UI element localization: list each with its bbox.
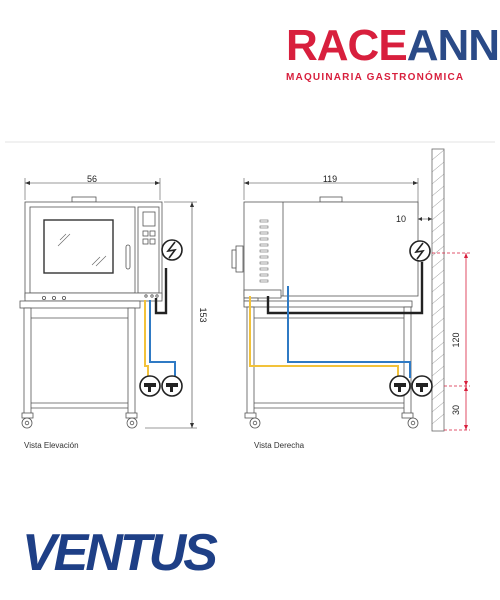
ventus-logo: VENTUS xyxy=(22,524,218,582)
brand-tagline: MAQUINARIA GASTRONÓMICA xyxy=(286,72,465,83)
depth-dimension: 119 xyxy=(323,174,337,184)
side-view xyxy=(231,148,470,432)
width-dimension: 56 xyxy=(87,174,97,184)
brand-name: RACEANNI xyxy=(286,21,500,70)
side-electric-connection-icon xyxy=(409,240,431,262)
side-water-tap-icon xyxy=(389,375,411,397)
front-view-caption: Vista Elevación xyxy=(24,441,79,450)
raceanni-logo: RACEANNI MAQUINARIA GASTRONÓMICA xyxy=(286,21,500,84)
drain-tap-icon xyxy=(161,375,183,397)
connection-height-high: 120 xyxy=(451,332,461,347)
water-tap-icon xyxy=(139,375,161,397)
connection-height-low: 30 xyxy=(451,405,461,415)
wall-gap-dimension: 10 xyxy=(396,214,406,224)
front-view xyxy=(19,178,197,429)
height-dimension: 153 xyxy=(198,307,208,322)
side-view-caption: Vista Derecha xyxy=(254,441,305,450)
side-drain-tap-icon xyxy=(411,375,433,397)
electric-connection-icon xyxy=(161,239,183,261)
